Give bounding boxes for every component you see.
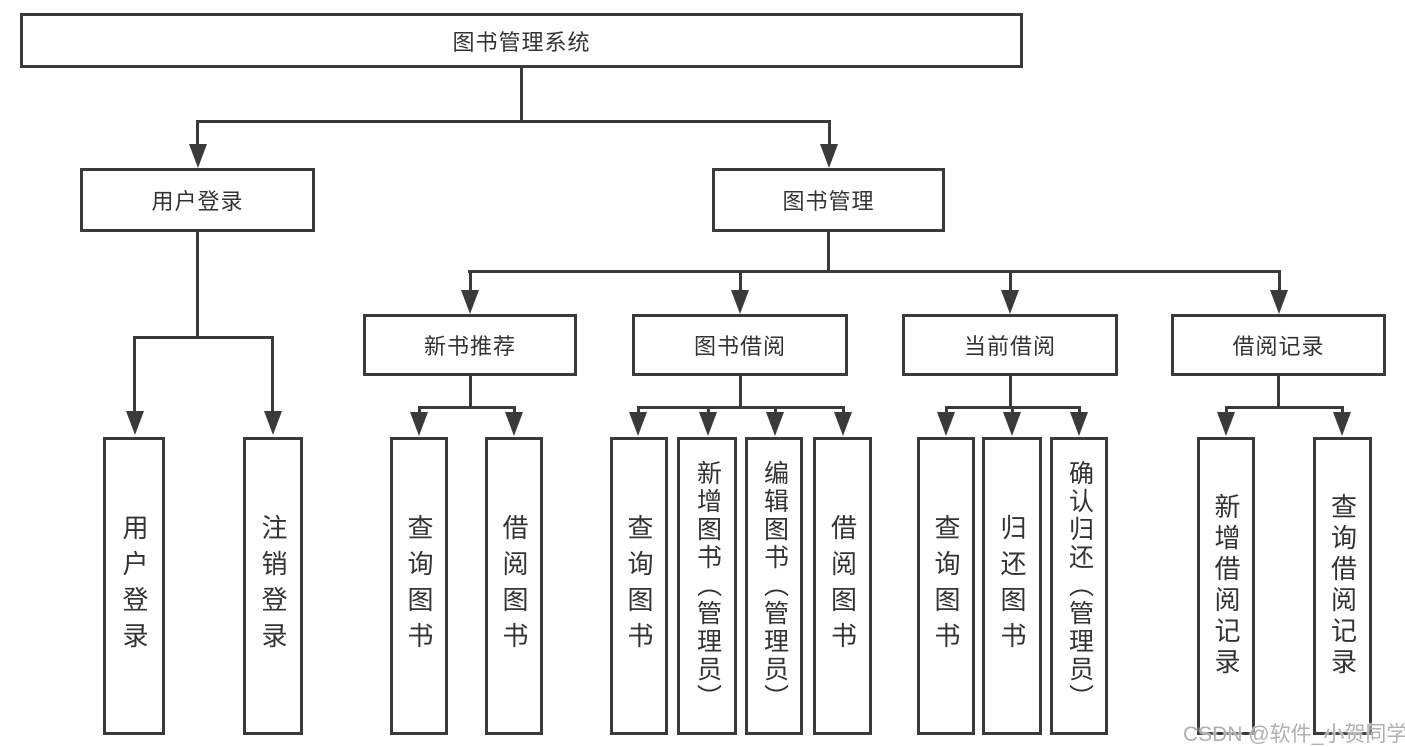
connector-vline: [469, 270, 472, 292]
watermark-text: CSDN @软件_小贺同学: [1183, 723, 1405, 746]
node-root-label: 图书管理系统: [452, 29, 591, 55]
arrow-down-icon: [1003, 412, 1021, 436]
connector-vline: [1278, 270, 1281, 292]
leaf-confirm-return-admin-label: 确认归还（管理员）: [1065, 460, 1094, 712]
connector-vline: [133, 336, 136, 413]
arrow-down-icon: [189, 144, 207, 168]
connector-vline: [774, 406, 777, 414]
arrow-down-icon: [1217, 412, 1235, 436]
leaf-query-borrow-record-label: 查询借阅记录: [1327, 493, 1358, 679]
leaf-query-books-current-label: 查询图书: [931, 514, 961, 658]
node-root: 图书管理系统: [20, 13, 1023, 68]
connector-vline: [1011, 406, 1014, 414]
connector-hline: [637, 406, 844, 409]
node-new-book-rec: 新书推荐: [363, 314, 577, 376]
node-book-borrow: 图书借阅: [632, 314, 848, 376]
leaf-query-books-newrec: 查询图书: [390, 437, 448, 735]
connector-vline: [828, 120, 831, 146]
node-book-mgmt-label: 图书管理: [782, 189, 875, 214]
connector-vline: [1078, 406, 1081, 414]
connector-vline: [1277, 376, 1280, 408]
connector-vline: [1341, 406, 1344, 414]
connector-vline: [1009, 376, 1012, 408]
leaf-query-books-newrec-label: 查询图书: [404, 514, 434, 658]
connector-hline: [1225, 406, 1343, 409]
node-book-borrow-label: 图书借阅: [693, 334, 786, 359]
arrow-down-icon: [820, 144, 838, 168]
arrow-down-icon: [699, 412, 717, 436]
leaf-query-books-borrow-label: 查询图书: [624, 514, 654, 658]
leaf-query-borrow-record: 查询借阅记录: [1313, 437, 1372, 735]
leaf-return-books: 归还图书: [982, 437, 1042, 735]
connector-hline: [133, 336, 274, 339]
arrow-down-icon: [1270, 290, 1288, 314]
connector-vline: [739, 376, 742, 408]
node-borrow-records: 借阅记录: [1171, 314, 1386, 376]
connector-vline: [196, 232, 199, 338]
node-user-login: 用户登录: [80, 168, 315, 232]
leaf-borrow-books-newrec: 借阅图书: [485, 437, 543, 735]
connector-vline: [637, 406, 640, 414]
leaf-logout-login: 注销登录: [243, 437, 303, 735]
connector-vline: [827, 232, 830, 273]
leaf-add-borrow-record: 新增借阅记录: [1197, 437, 1255, 735]
connector-vline: [271, 336, 274, 413]
leaf-borrow-books-borrow-label: 借阅图书: [827, 514, 858, 658]
connector-vline: [1225, 406, 1228, 414]
leaf-add-borrow-record-label: 新增借阅记录: [1211, 493, 1241, 679]
leaf-query-books-current: 查询图书: [917, 437, 975, 735]
leaf-query-books-borrow: 查询图书: [610, 437, 668, 735]
arrow-down-icon: [937, 412, 955, 436]
connector-vline: [739, 270, 742, 292]
leaf-user-login-label: 用户登录: [119, 514, 149, 658]
node-current-borrow: 当前借阅: [902, 314, 1118, 376]
leaf-user-login: 用户登录: [103, 437, 165, 735]
connector-hline: [418, 406, 515, 409]
node-borrow-records-label: 借阅记录: [1232, 334, 1325, 359]
arrow-down-icon: [1333, 412, 1351, 436]
connector-vline: [520, 68, 523, 120]
connector-vline: [945, 406, 948, 414]
arrow-down-icon: [629, 412, 647, 436]
connector-vline: [842, 406, 845, 414]
connector-hline: [197, 120, 830, 123]
connector-vline: [469, 376, 472, 408]
arrow-down-icon: [1070, 412, 1088, 436]
arrow-down-icon: [766, 412, 784, 436]
arrow-down-icon: [461, 290, 479, 314]
node-book-mgmt: 图书管理: [712, 168, 945, 232]
leaf-borrow-books-newrec-label: 借阅图书: [499, 514, 529, 658]
arrow-down-icon: [410, 412, 428, 436]
leaf-confirm-return-admin: 确认归还（管理员）: [1050, 437, 1108, 735]
node-user-login-label: 用户登录: [151, 189, 244, 214]
leaf-edit-books-admin: 编辑图书（管理员）: [745, 437, 803, 735]
connector-hline: [468, 270, 1281, 273]
leaf-borrow-books-borrow: 借阅图书: [813, 437, 872, 735]
arrow-down-icon: [834, 412, 852, 436]
arrow-down-icon: [1001, 290, 1019, 314]
connector-vline: [196, 120, 199, 146]
connector-vline: [707, 406, 710, 414]
leaf-return-books-label: 归还图书: [997, 514, 1027, 658]
node-new-book-rec-label: 新书推荐: [423, 334, 516, 359]
connector-vline: [418, 406, 421, 414]
connector-vline: [513, 406, 516, 414]
leaf-add-books-admin: 新增图书（管理员）: [677, 437, 737, 735]
arrow-down-icon: [505, 412, 523, 436]
node-current-borrow-label: 当前借阅: [963, 334, 1056, 359]
arrow-down-icon: [126, 411, 144, 435]
arrow-down-icon: [731, 290, 749, 314]
leaf-edit-books-admin-label: 编辑图书（管理员）: [760, 460, 789, 712]
leaf-logout-login-label: 注销登录: [258, 514, 288, 658]
arrow-down-icon: [264, 411, 282, 435]
leaf-add-books-admin-label: 新增图书（管理员）: [693, 460, 722, 712]
connector-vline: [1009, 270, 1012, 292]
